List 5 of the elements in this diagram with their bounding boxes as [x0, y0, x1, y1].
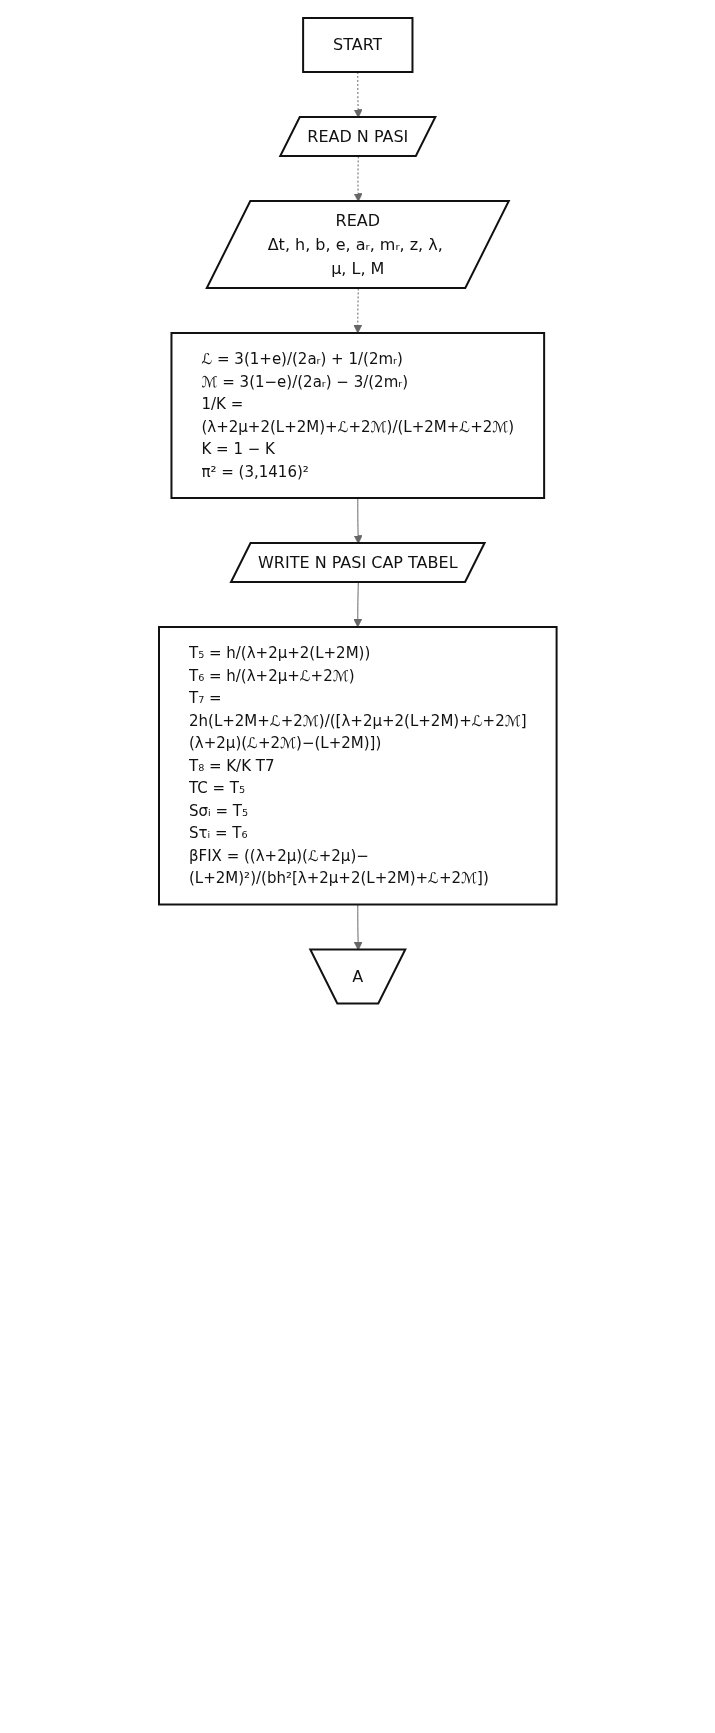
arrow — [353, 582, 362, 628]
arrow — [353, 497, 363, 544]
node-box: START — [301, 17, 414, 73]
node-box: ℒ = 3(1+e)/(2aᵣ) + 1/(2mᵣ) ℳ = 3(1−e)/(2aᵣ) − 3/(2mᵣ) 1/K = (λ+2μ+2(L+2M)+ℒ+2ℳ)/(L+2M+ℒ+2ℳ) K = 1 − K π² = (3,1416)² — [170, 332, 545, 499]
node-box: T₅ = h/(λ+2μ+2(L+2M)) T₆ = h/(λ+2μ+ℒ+2ℳ) T₇ = 2h(L+2M+ℒ+2ℳ)/([λ+2μ+2(L+2M)+ℒ+2ℳ](λ+2μ)(ℒ+2ℳ)−(L+2M)]) T₈ = K/K T7 TC = T₅ Sσᵢ = T₅ Sτᵢ = T₆ βFIX = ((λ+2μ)(ℒ+2μ)−(L+2M)²)/(bh²[λ+2μ+2(L+2M)+ℒ+2ℳ]) — [157, 626, 558, 906]
